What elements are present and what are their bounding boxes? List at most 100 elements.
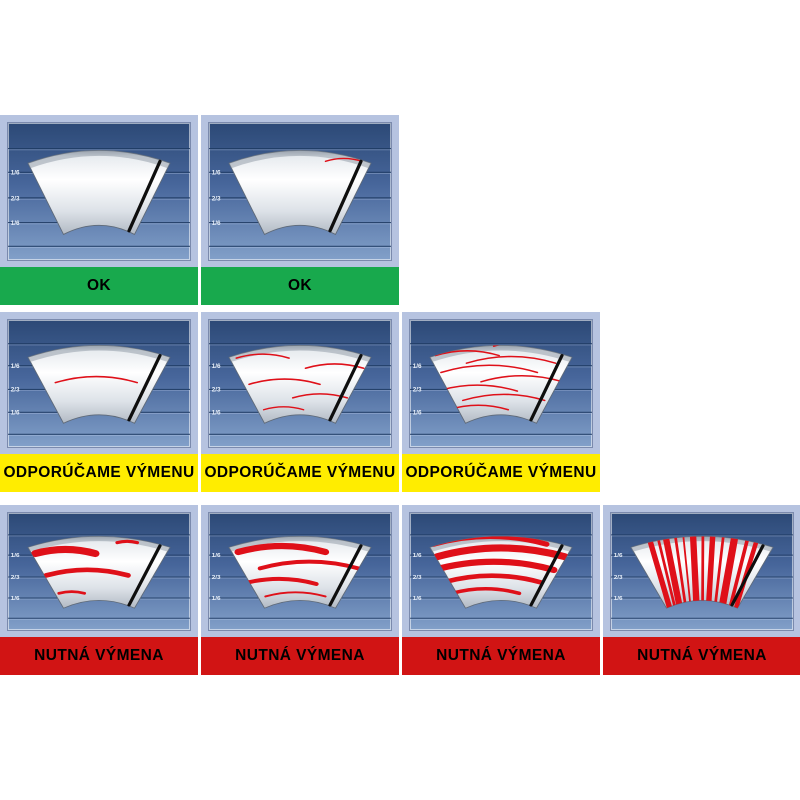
panel-frame: 1/6 2/3 1/6	[0, 505, 198, 637]
wear-mark	[248, 378, 321, 386]
wear-mark	[728, 536, 752, 609]
zone-label: 2/3	[413, 387, 422, 394]
zone-label: 2/3	[11, 387, 20, 394]
wear-mark	[43, 567, 131, 578]
wiper-blade	[328, 159, 363, 233]
sweep-top-shadow	[430, 345, 572, 362]
wear-mark	[304, 363, 365, 370]
windshield-graphic: 1/62/31/6	[8, 147, 190, 249]
wear-marks	[31, 539, 140, 595]
wear-mark	[235, 353, 290, 359]
wear-mark	[655, 536, 677, 608]
zone-label: 2/3	[11, 575, 21, 581]
status-band-required: NUTNÁ VÝMENA	[603, 637, 800, 675]
wear-mark	[433, 544, 569, 561]
status-label: ODPORÚČAME VÝMENU	[405, 464, 597, 481]
windshield-graphic: 1/6 2/3 1/6	[611, 523, 793, 620]
sweep-top-shadow	[28, 345, 170, 362]
zone-label: 1/6	[413, 410, 422, 417]
wear-mark	[465, 355, 557, 364]
zone-label: 2/3	[212, 575, 222, 581]
windshield-graphic: 1/6 2/3 1/6	[8, 534, 190, 620]
wear-mark	[324, 157, 363, 163]
wiper-blade	[328, 544, 363, 607]
panel-frame: 1/6 2/3 1/6	[603, 505, 800, 637]
windshield-graphic: 1/62/31/6	[8, 343, 190, 436]
status-label: ODPORÚČAME VÝMENU	[3, 464, 195, 481]
status-band-ok: OK	[0, 267, 198, 305]
windshield-graphic: 1/62/31/6	[410, 526, 592, 620]
wear-mark	[262, 336, 344, 342]
zone-label: 1/6	[614, 553, 624, 559]
windshield-graphic: 1/62/31/6	[209, 534, 391, 620]
wear-mark	[705, 536, 716, 609]
wear-mark	[31, 545, 100, 558]
zone-label: 2/3	[614, 575, 624, 581]
wear-mark	[661, 536, 683, 609]
wear-mark	[689, 536, 700, 609]
zone-label: 1/6	[413, 553, 423, 559]
wear-mark	[480, 374, 564, 383]
status-band-ok: OK	[201, 267, 399, 305]
status-band-required: NUTNÁ VÝMENA	[0, 637, 198, 675]
wear-marks	[644, 523, 762, 609]
wear-mark	[664, 523, 748, 529]
windshield-panel: 1/6 2/3 1/6	[610, 512, 794, 631]
wear-mark	[446, 526, 559, 534]
windshield-panel: 1/6 2/3 1/6	[208, 122, 392, 261]
status-label: NUTNÁ VÝMENA	[436, 647, 566, 664]
wear-mark	[681, 536, 692, 608]
sweep-top-shadow	[28, 150, 170, 169]
wear-mark	[718, 536, 740, 609]
wear-mark	[57, 590, 87, 595]
zone-label: 1/6	[212, 170, 221, 177]
zone-label: 2/3	[212, 195, 221, 202]
wear-mark	[449, 587, 522, 596]
wear-marks	[54, 375, 139, 384]
windshield-graphic: 1/6 2/3 1/6	[209, 147, 391, 249]
wear-mark	[440, 364, 539, 374]
status-band-recommend: ODPORÚČAME VÝMENU	[201, 454, 399, 492]
sweep-top-shadow	[28, 536, 170, 552]
zone-label: 1/6	[11, 596, 21, 602]
wiper-blade	[730, 544, 765, 607]
status-label: NUTNÁ VÝMENA	[235, 647, 365, 664]
panel-frame: 1/6 2/3 1/6	[201, 115, 399, 267]
zone-label: 1/6	[212, 220, 221, 227]
wear-mark	[430, 558, 558, 574]
wear-mark	[257, 559, 361, 571]
sweep-top-shadow	[229, 536, 371, 552]
status-label: NUTNÁ VÝMENA	[637, 647, 767, 664]
status-band-required: NUTNÁ VÝMENA	[201, 637, 399, 675]
zone-label: 1/6	[413, 596, 423, 602]
status-label: OK	[86, 277, 112, 294]
status-band-recommend: ODPORÚČAME VÝMENU	[402, 454, 600, 492]
wiper-blade	[529, 354, 564, 422]
zone-label: 1/6	[11, 553, 21, 559]
zone-label: 2/3	[11, 195, 20, 202]
wear-mark	[115, 539, 140, 545]
wear-marks	[241, 150, 363, 163]
wiper-blade	[529, 544, 564, 607]
zone-label: 2/3	[212, 387, 221, 394]
status-label: ODPORÚČAME VÝMENU	[204, 464, 396, 481]
windshield-sweep-area	[27, 150, 171, 236]
wear-mark	[446, 333, 519, 338]
sweep-top-shadow	[229, 150, 371, 169]
wear-mark	[644, 536, 672, 609]
wiper-blade	[328, 354, 363, 422]
zone-label: 1/6	[614, 596, 624, 602]
